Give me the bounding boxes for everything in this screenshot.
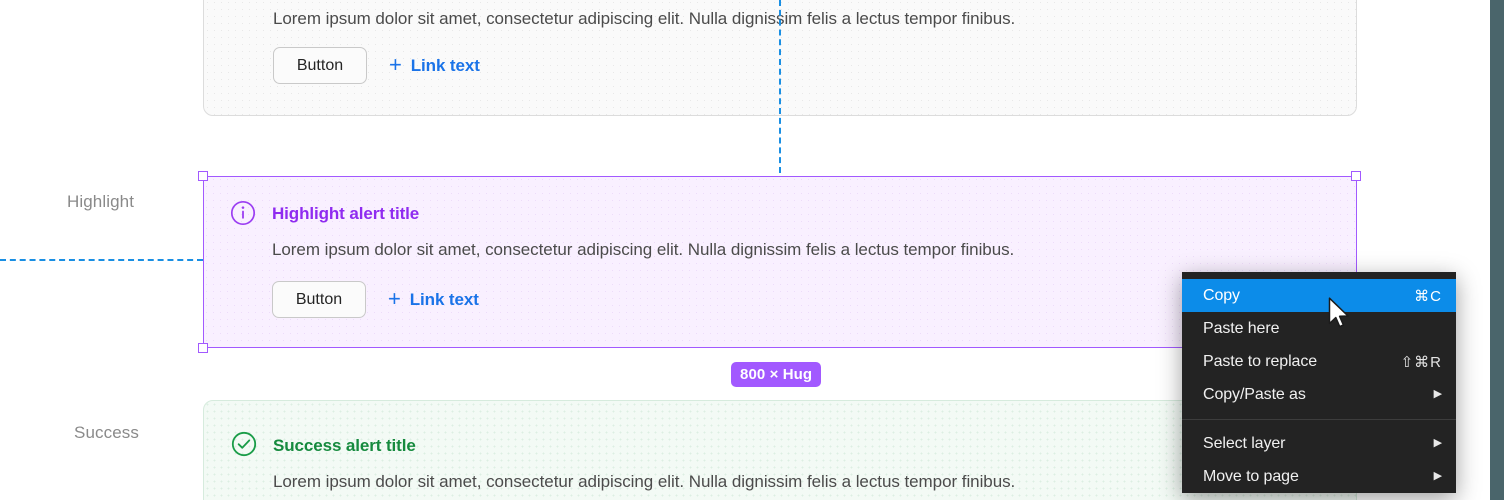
selection-size-badge: 800 × Hug: [731, 362, 822, 387]
alert-link[interactable]: + Link text: [388, 285, 479, 311]
context-menu-item-copy[interactable]: Copy ⌘C: [1182, 279, 1456, 312]
horizontal-alignment-guide: [0, 259, 203, 261]
resize-handle-top-left[interactable]: [198, 171, 208, 181]
context-menu-item-label: Paste to replace: [1203, 352, 1318, 370]
context-menu-item-label: Select layer: [1203, 434, 1286, 452]
context-menu-item-shortcut: ⇧⌘R: [1400, 353, 1442, 371]
resize-handle-top-right[interactable]: [1351, 171, 1361, 181]
context-menu-item-label: Paste here: [1203, 319, 1280, 337]
context-menu-item-select-layer[interactable]: Select layer ▶: [1182, 427, 1456, 460]
info-circle-icon: [230, 200, 256, 226]
alert-button[interactable]: Button: [272, 281, 366, 318]
resize-handle-bottom-left[interactable]: [198, 343, 208, 353]
submenu-arrow-icon: ▶: [1433, 437, 1442, 449]
plus-icon: +: [389, 51, 402, 77]
alert-card-highlight[interactable]: Highlight alert title Lorem ipsum dolor …: [203, 176, 1357, 348]
context-menu-item-move-to-page[interactable]: Move to page ▶: [1182, 460, 1456, 493]
context-menu-item-copy-paste-as[interactable]: Copy/Paste as ▶: [1182, 378, 1456, 411]
alert-link[interactable]: + Link text: [389, 51, 480, 77]
alert-link-label: Link text: [409, 289, 479, 309]
context-menu-separator: [1182, 419, 1456, 420]
alert-body-text: Lorem ipsum dolor sit amet, consectetur …: [273, 472, 1016, 491]
context-menu-item-label: Copy/Paste as: [1203, 385, 1306, 403]
alert-body-text: Lorem ipsum dolor sit amet, consectetur …: [273, 9, 1016, 28]
row-label-highlight: Highlight: [67, 192, 135, 211]
alert-link-label: Link text: [410, 55, 480, 75]
alert-title: Highlight alert title: [272, 204, 420, 223]
context-menu-item-label: Move to page: [1203, 467, 1299, 485]
row-label-success: Success: [74, 423, 139, 442]
context-menu-item-label: Copy: [1203, 286, 1240, 304]
alert-body-text: Lorem ipsum dolor sit amet, consectetur …: [272, 240, 1015, 259]
alert-actions: Button + Link text: [272, 281, 479, 318]
right-panel-strip: [1490, 0, 1504, 500]
context-menu-item-paste-here[interactable]: Paste here: [1182, 312, 1456, 345]
submenu-arrow-icon: ▶: [1433, 388, 1442, 400]
check-circle-icon: [231, 431, 257, 457]
submenu-arrow-icon: ▶: [1433, 470, 1442, 482]
alert-actions: Button + Link text: [273, 47, 480, 84]
plus-icon: +: [388, 285, 401, 311]
context-menu-item-paste-to-replace[interactable]: Paste to replace ⇧⌘R: [1182, 345, 1456, 378]
context-menu[interactable]: Copy ⌘C Paste here Paste to replace ⇧⌘R …: [1182, 272, 1456, 493]
alert-title: Success alert title: [273, 436, 416, 455]
alert-card-success[interactable]: Success alert title Lorem ipsum dolor si…: [203, 400, 1357, 500]
context-menu-item-shortcut: ⌘C: [1414, 287, 1442, 305]
vertical-alignment-guide: [779, 0, 781, 173]
alert-button[interactable]: Button: [273, 47, 367, 84]
